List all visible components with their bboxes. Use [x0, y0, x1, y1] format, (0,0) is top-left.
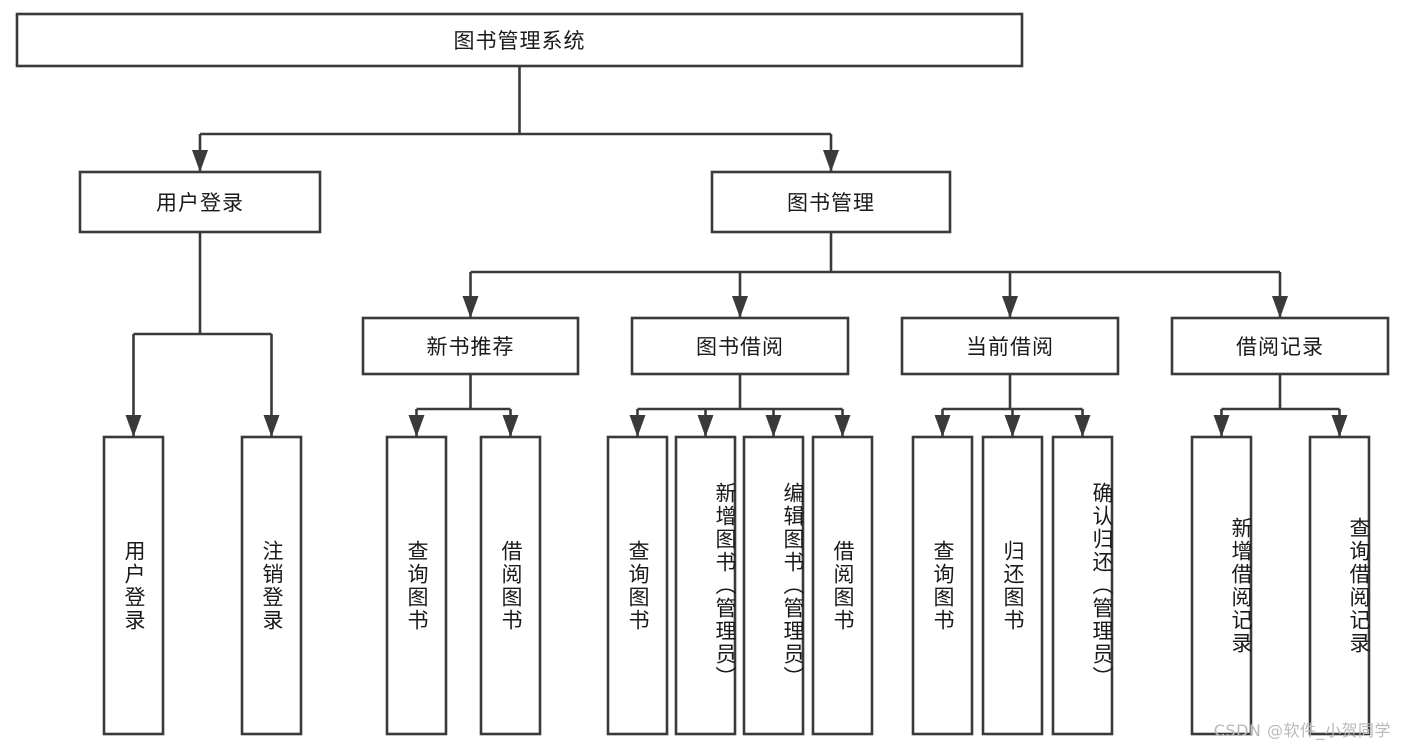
arrow-head-icon	[1331, 415, 1348, 437]
arrow-head-icon	[1213, 415, 1230, 437]
node-box-leaf-add-record[interactable]	[1190, 435, 1253, 736]
node-box-user-login[interactable]	[78, 170, 322, 234]
node-box-leaf-query-record[interactable]	[1308, 435, 1371, 736]
node-box-leaf-confirm-return[interactable]	[1051, 435, 1114, 736]
node-box-leaf-edit-book[interactable]	[742, 435, 805, 736]
arrow-head-icon	[823, 150, 839, 172]
connector-lines	[125, 66, 1348, 437]
node-box-leaf-query-book-2[interactable]	[606, 435, 669, 736]
arrow-head-icon	[697, 415, 714, 437]
node-box-leaf-add-book[interactable]	[674, 435, 737, 736]
arrow-head-icon	[502, 415, 519, 437]
node-box-root[interactable]	[15, 12, 1024, 68]
arrow-head-icon	[125, 415, 142, 437]
arrow-head-icon	[462, 296, 479, 318]
node-box-current-borrow[interactable]	[900, 316, 1120, 376]
node-boxes	[15, 12, 1390, 736]
arrow-head-icon	[934, 415, 951, 437]
arrow-head-icon	[1272, 296, 1288, 318]
arrow-head-icon	[834, 415, 851, 437]
node-box-leaf-logout[interactable]	[240, 435, 303, 736]
arrow-head-icon	[1002, 296, 1018, 318]
arrow-head-icon	[1074, 415, 1091, 437]
node-box-leaf-query-book-1[interactable]	[385, 435, 448, 736]
node-box-borrow-record[interactable]	[1170, 316, 1390, 376]
node-box-book-manage[interactable]	[710, 170, 952, 234]
arrow-head-icon	[732, 296, 748, 318]
node-box-leaf-borrow-book-2[interactable]	[811, 435, 874, 736]
arrow-head-icon	[263, 415, 280, 437]
node-box-new-book-rec[interactable]	[361, 316, 580, 376]
arrow-head-icon	[1004, 415, 1021, 437]
node-box-leaf-borrow-book-1[interactable]	[479, 435, 542, 736]
arrow-head-icon	[629, 415, 646, 437]
node-box-book-borrow[interactable]	[630, 316, 850, 376]
arrow-head-icon	[765, 415, 782, 437]
node-box-leaf-query-book-3[interactable]	[911, 435, 974, 736]
node-box-leaf-return-book[interactable]	[981, 435, 1044, 736]
arrow-head-icon	[408, 415, 425, 437]
arrow-head-icon	[192, 150, 208, 172]
node-box-leaf-user-login[interactable]	[102, 435, 165, 736]
